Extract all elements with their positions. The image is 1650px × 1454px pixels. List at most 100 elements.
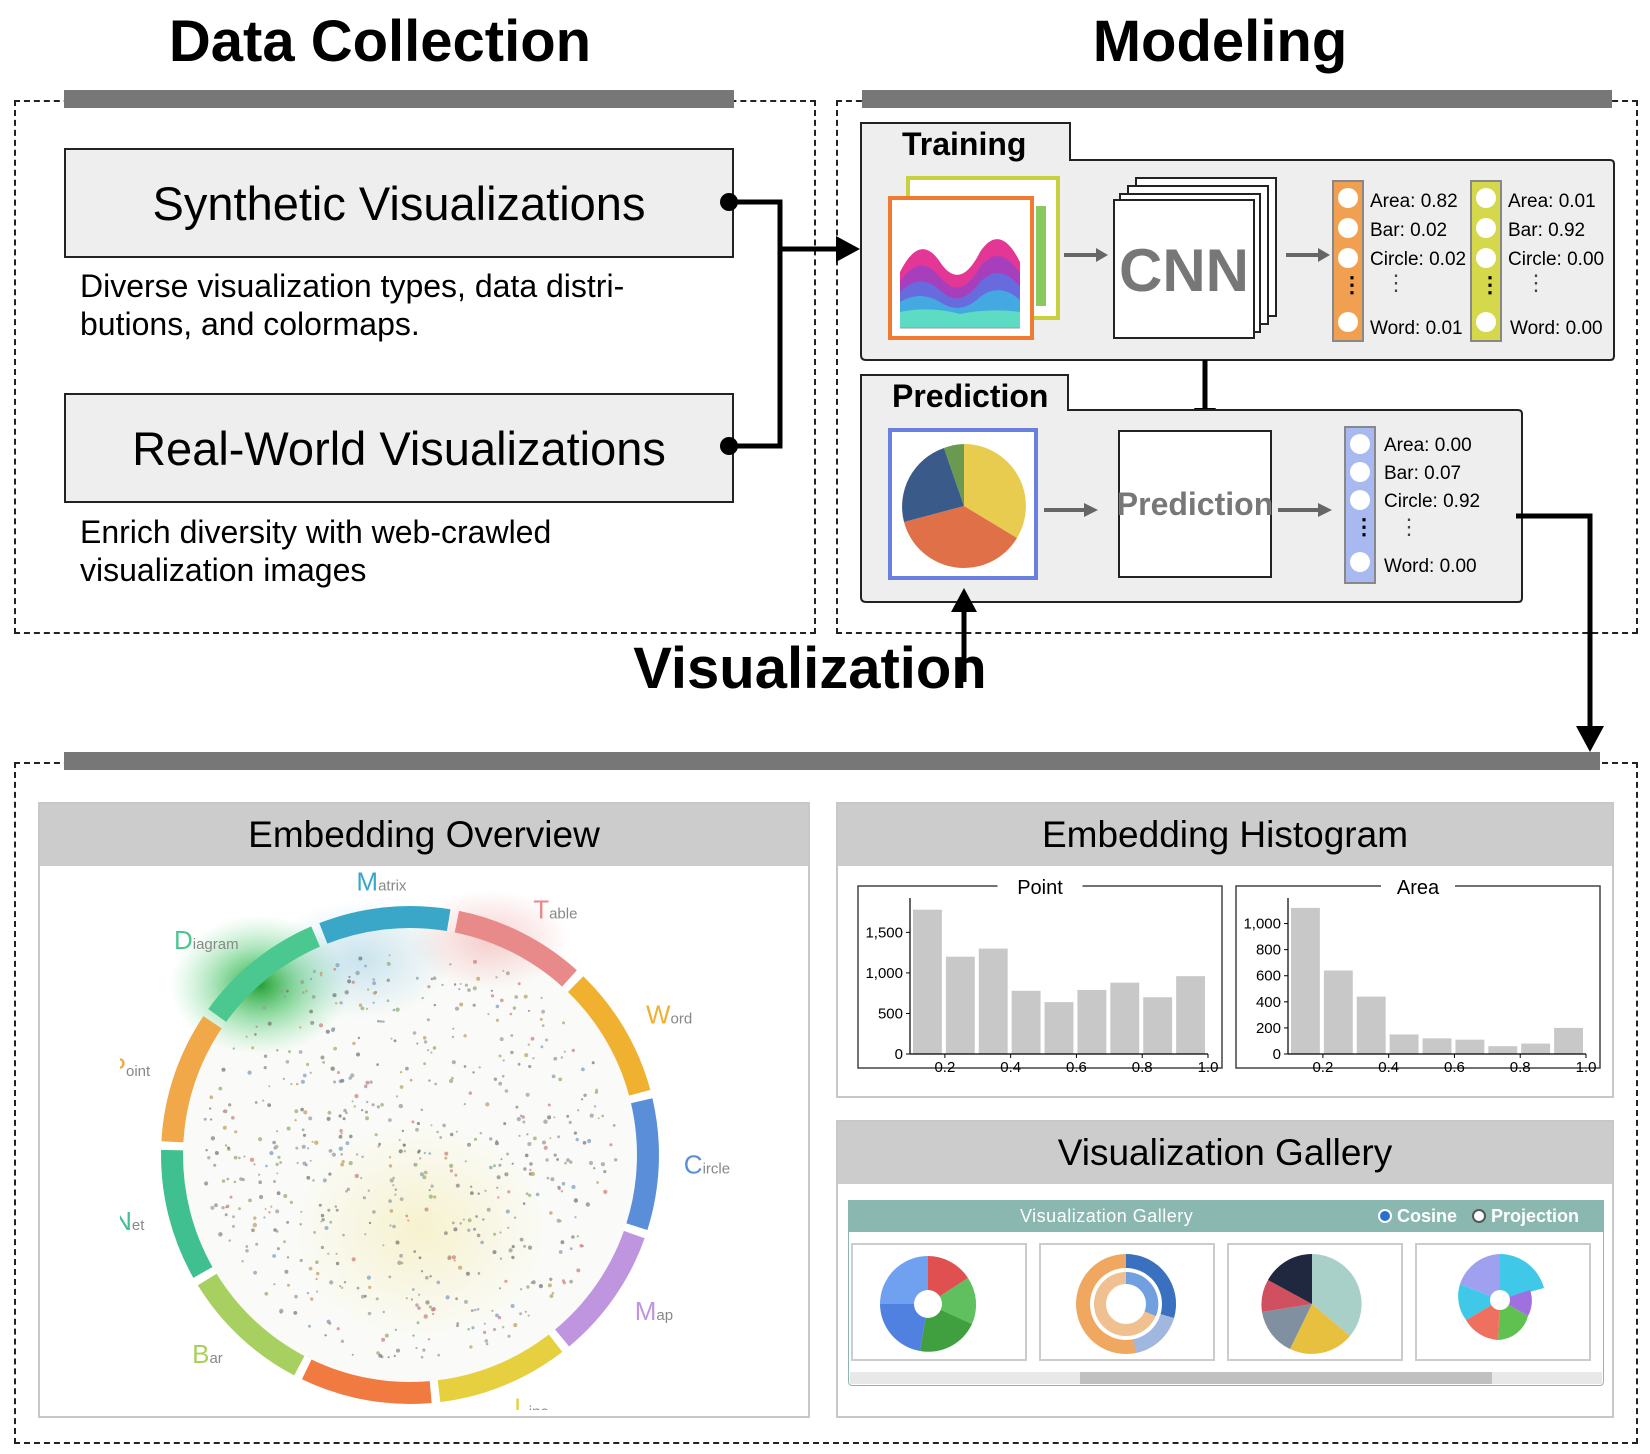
category-label[interactable]: Line — [514, 1392, 549, 1410]
x-tick-label: 0.8 — [1132, 1059, 1153, 1076]
category-label-rest: ord — [671, 1011, 693, 1028]
embedding-point — [588, 1160, 594, 1166]
output-neuron — [1476, 218, 1496, 238]
embedding-point — [549, 1277, 553, 1281]
category-arc[interactable] — [626, 1098, 659, 1231]
embedding-point — [502, 969, 505, 972]
category-label[interactable]: Matrix — [356, 870, 407, 897]
category-label[interactable]: Word — [646, 1000, 692, 1030]
embedding-point — [209, 1095, 214, 1099]
embedding-point — [464, 1299, 468, 1304]
category-arc[interactable] — [567, 976, 651, 1096]
embedding-point — [467, 1218, 472, 1223]
embedding-point — [573, 1198, 579, 1203]
embedding-point — [313, 1231, 316, 1234]
category-arc[interactable] — [554, 1230, 645, 1347]
embedding-point — [380, 1103, 384, 1107]
embedding-point — [557, 1135, 560, 1139]
category-arc[interactable] — [161, 1149, 213, 1278]
histogram-bar — [1422, 1038, 1452, 1054]
embedding-point — [337, 1071, 340, 1074]
embedding-point — [429, 1275, 432, 1278]
gallery-thumb-1[interactable] — [851, 1243, 1027, 1361]
category-arc[interactable] — [197, 1273, 305, 1376]
embedding-point — [360, 1294, 365, 1299]
category-arc[interactable] — [437, 1334, 563, 1403]
realworld-desc-line1: Enrich diversity with web-crawled — [80, 514, 552, 550]
gallery-thumb-3[interactable] — [1227, 1243, 1403, 1361]
embedding-point — [529, 1162, 533, 1166]
embedding-point — [363, 1084, 368, 1089]
embedding-point — [255, 1242, 259, 1246]
embedding-point — [545, 1038, 548, 1042]
embedding-point — [458, 988, 461, 991]
realworld-visualizations-label: Real-World Visualizations — [132, 421, 666, 475]
embedding-point — [331, 1027, 336, 1031]
y-tick-label: 0 — [895, 1046, 903, 1063]
category-label[interactable]: Table — [533, 894, 577, 924]
embedding-point — [542, 1140, 546, 1145]
embedding-point — [367, 1189, 370, 1192]
histogram-bar — [1291, 907, 1320, 1054]
embedding-point — [577, 1109, 580, 1112]
category-label[interactable]: Net — [120, 1206, 145, 1236]
embedding-point — [388, 1164, 393, 1168]
embedding-point — [547, 1103, 551, 1107]
histogram-bar — [1488, 1046, 1518, 1054]
embedding-point — [434, 1082, 438, 1086]
embedding-point — [335, 1252, 338, 1255]
category-label[interactable]: Map — [635, 1296, 673, 1326]
category-label-initial: A — [341, 1409, 359, 1411]
visualization-title: Visualization — [633, 636, 987, 701]
embedding-overview-canvas[interactable]: MatrixTableWordCircleMapLineArea Bar Net Po… — [120, 870, 740, 1410]
embedding-point — [444, 1156, 448, 1160]
training-out1-bar: Bar: 0.02 — [1370, 220, 1448, 241]
option-projection[interactable]: Projection — [1472, 1206, 1579, 1227]
embedding-point — [472, 1071, 475, 1074]
category-label[interactable]: Diagram — [174, 925, 239, 955]
embedding-point — [387, 1356, 390, 1359]
embedding-point — [389, 1224, 392, 1227]
category-arc[interactable] — [319, 906, 451, 944]
category-arc[interactable] — [301, 1359, 432, 1404]
embedding-point — [437, 1353, 441, 1357]
embedding-point — [376, 1105, 380, 1109]
embedding-point — [372, 1001, 375, 1004]
training-output-vector-2: ⋮ — [1470, 180, 1502, 342]
category-label[interactable]: Area — [341, 1409, 381, 1411]
embedding-point — [239, 1177, 243, 1181]
embedding-point — [361, 1155, 364, 1159]
embedding-point — [284, 1269, 289, 1274]
embedding-point — [356, 1286, 360, 1290]
embedding-point — [280, 990, 283, 993]
cosine-radio-icon[interactable] — [1378, 1209, 1392, 1223]
gallery-thumb-4[interactable] — [1415, 1243, 1591, 1361]
embedding-point — [433, 1003, 436, 1007]
category-arc[interactable] — [208, 926, 321, 1022]
gallery-thumb-2[interactable] — [1039, 1243, 1215, 1361]
category-label[interactable]: Bar — [192, 1339, 223, 1369]
embedding-point — [405, 1214, 409, 1218]
embedding-point — [543, 1119, 548, 1124]
projection-radio-icon[interactable] — [1472, 1209, 1486, 1223]
embedding-point — [329, 1220, 333, 1224]
gallery-scrollbar-thumb[interactable] — [1080, 1372, 1492, 1384]
category-arc[interactable] — [161, 1016, 222, 1143]
embedding-point — [394, 1188, 397, 1191]
embedding-point — [378, 1353, 383, 1358]
option-cosine[interactable]: Cosine — [1378, 1206, 1457, 1227]
prediction-tab-label: Prediction — [892, 378, 1049, 414]
embedding-point — [372, 981, 376, 986]
x-tick-label: 1.0 — [1576, 1059, 1597, 1076]
embedding-point — [243, 1155, 246, 1158]
embedding-point — [423, 1062, 426, 1066]
embedding-point — [276, 1230, 279, 1233]
embedding-point — [527, 1043, 530, 1046]
category-label[interactable]: Point — [120, 1052, 151, 1082]
embedding-point — [388, 1275, 392, 1279]
output-neuron — [1338, 248, 1358, 268]
category-label[interactable]: Circle — [684, 1149, 730, 1179]
embedding-point — [306, 1291, 310, 1295]
category-arc[interactable] — [454, 910, 577, 987]
embedding-point — [253, 1270, 257, 1275]
